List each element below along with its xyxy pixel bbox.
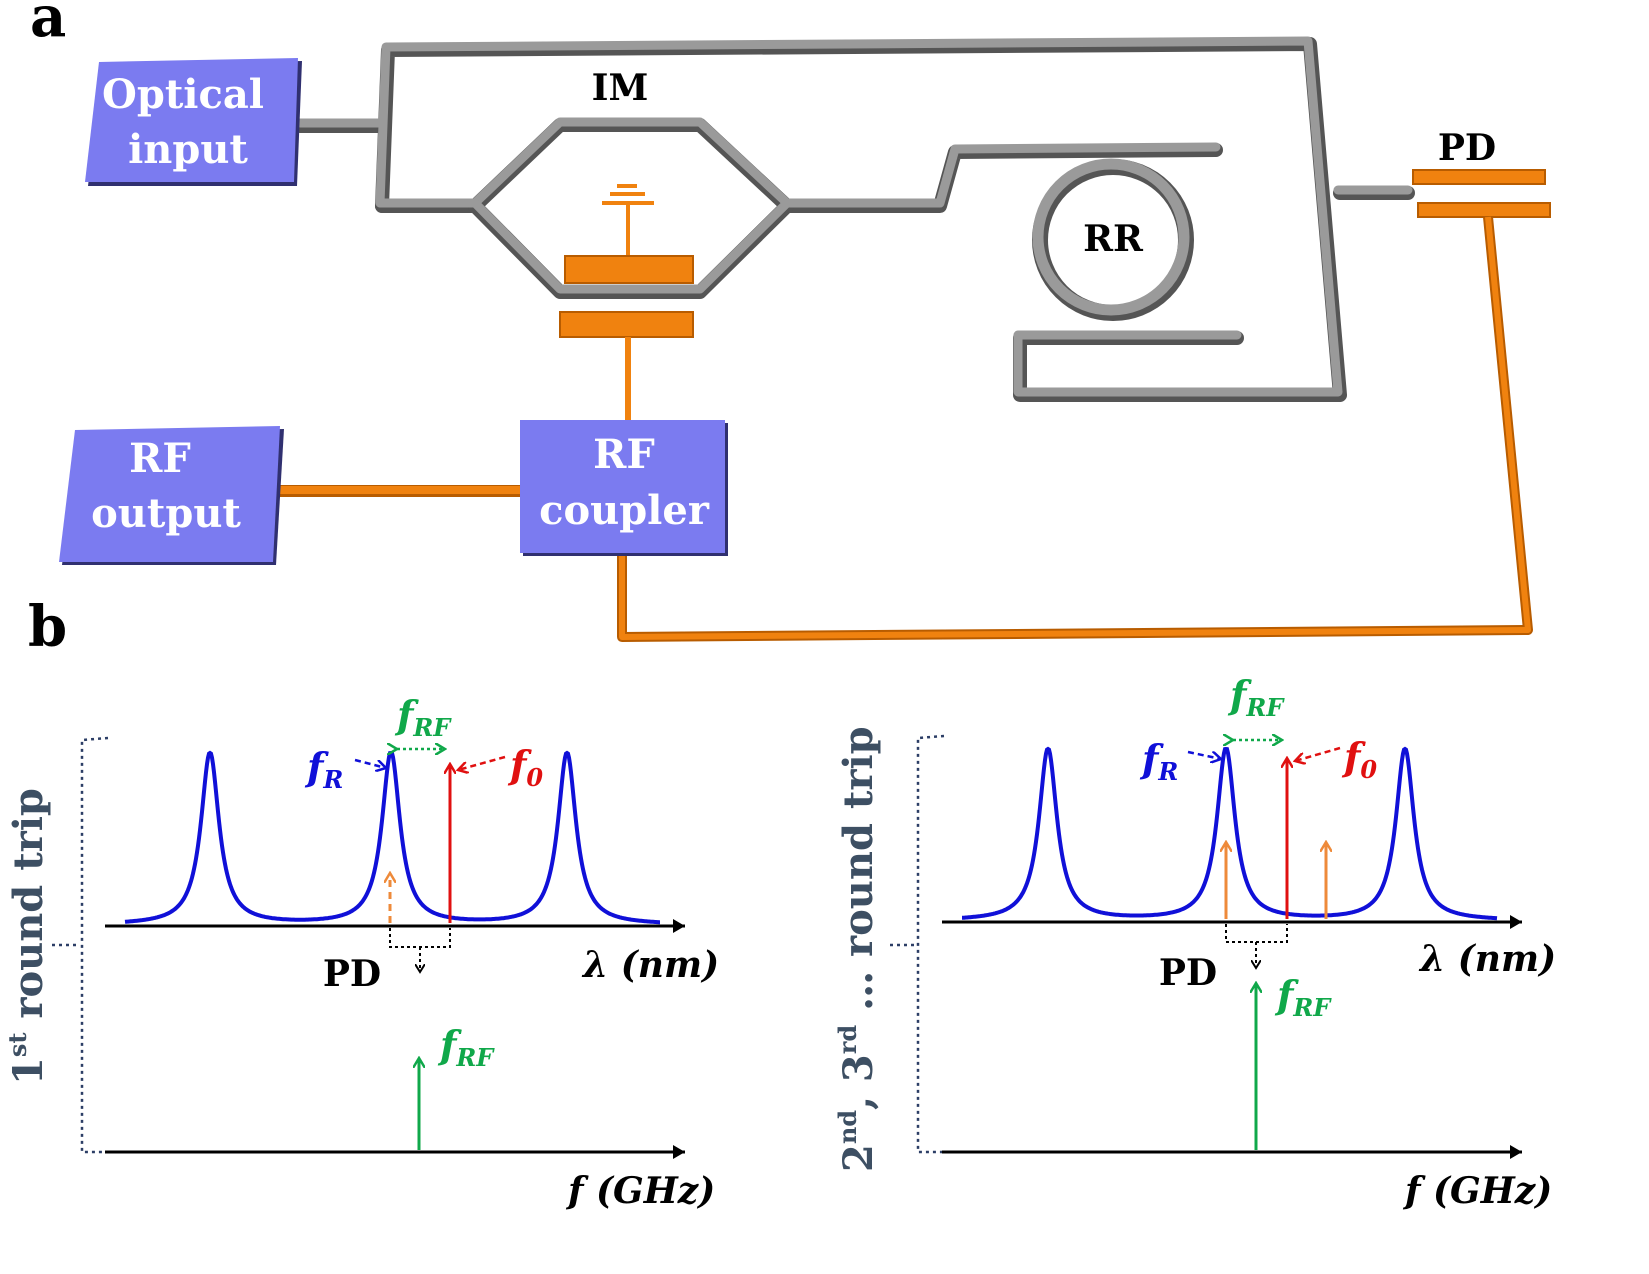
modulator-electrode xyxy=(564,255,694,284)
rf-output-box: RF output xyxy=(59,426,284,565)
spectrum-left: PD fRF fR f0 λ (nm) fRF f (GHz) 1st roun… xyxy=(3,692,719,1212)
rf-output-line1: RF xyxy=(129,435,191,482)
rf-input-pad xyxy=(559,311,694,338)
round-trip-label-right: 2nd, 3rd … round trip xyxy=(833,726,882,1172)
rf-coupler-line1: RF xyxy=(593,431,655,478)
f-rf-bottom-left: fRF xyxy=(437,1022,495,1072)
f-rf-top-left: fRF xyxy=(394,692,452,742)
optical-input-line2: input xyxy=(128,126,248,173)
panel-label-b: b xyxy=(28,594,67,660)
rr-label: RR xyxy=(1083,218,1144,260)
panel-label-a: a xyxy=(30,0,66,50)
optical-input-box: Optical input xyxy=(85,58,302,186)
round-trip-label-left: 1st round trip xyxy=(3,788,52,1085)
freq-axis-label-right: f (GHz) xyxy=(1402,1170,1552,1212)
resonance-peaks-left xyxy=(124,750,660,925)
pd-label-right: PD xyxy=(1159,952,1217,994)
lambda-axis-label-right: λ (nm) xyxy=(1418,938,1556,980)
electrode-network xyxy=(277,169,1551,642)
rf-coupler-line2: coupler xyxy=(539,487,710,534)
freq-axis-label-left: f (GHz) xyxy=(565,1170,715,1212)
lambda-axis-label-left: λ (nm) xyxy=(581,944,719,986)
bracket-right xyxy=(916,734,945,1154)
f-r-label-right: fR xyxy=(1139,736,1178,786)
f-rf-top-right: fRF xyxy=(1227,672,1285,722)
rf-coupler-box: RF coupler xyxy=(520,420,728,556)
im-label: IM xyxy=(592,67,649,109)
f-0-label-right: f0 xyxy=(1341,734,1377,784)
waveguide-network xyxy=(293,36,1415,402)
optical-input-line1: Optical xyxy=(102,71,264,118)
f-r-label-left: fR xyxy=(304,744,343,794)
f-0-label-left: f0 xyxy=(507,742,543,792)
photodetector-plate-top xyxy=(1412,169,1546,185)
pd-label: PD xyxy=(1438,127,1496,169)
resonance-peaks-right xyxy=(962,746,1498,921)
rf-output-line2: output xyxy=(91,490,241,537)
spectrum-right: PD fRF fR f0 λ (nm) fRF f (GHz) 2nd, 3rd… xyxy=(833,672,1556,1212)
photodetector-plate-bottom xyxy=(1417,202,1551,218)
bracket-left xyxy=(80,736,109,1154)
f-rf-bottom-right: fRF xyxy=(1274,972,1332,1022)
pd-label-left: PD xyxy=(323,953,381,995)
